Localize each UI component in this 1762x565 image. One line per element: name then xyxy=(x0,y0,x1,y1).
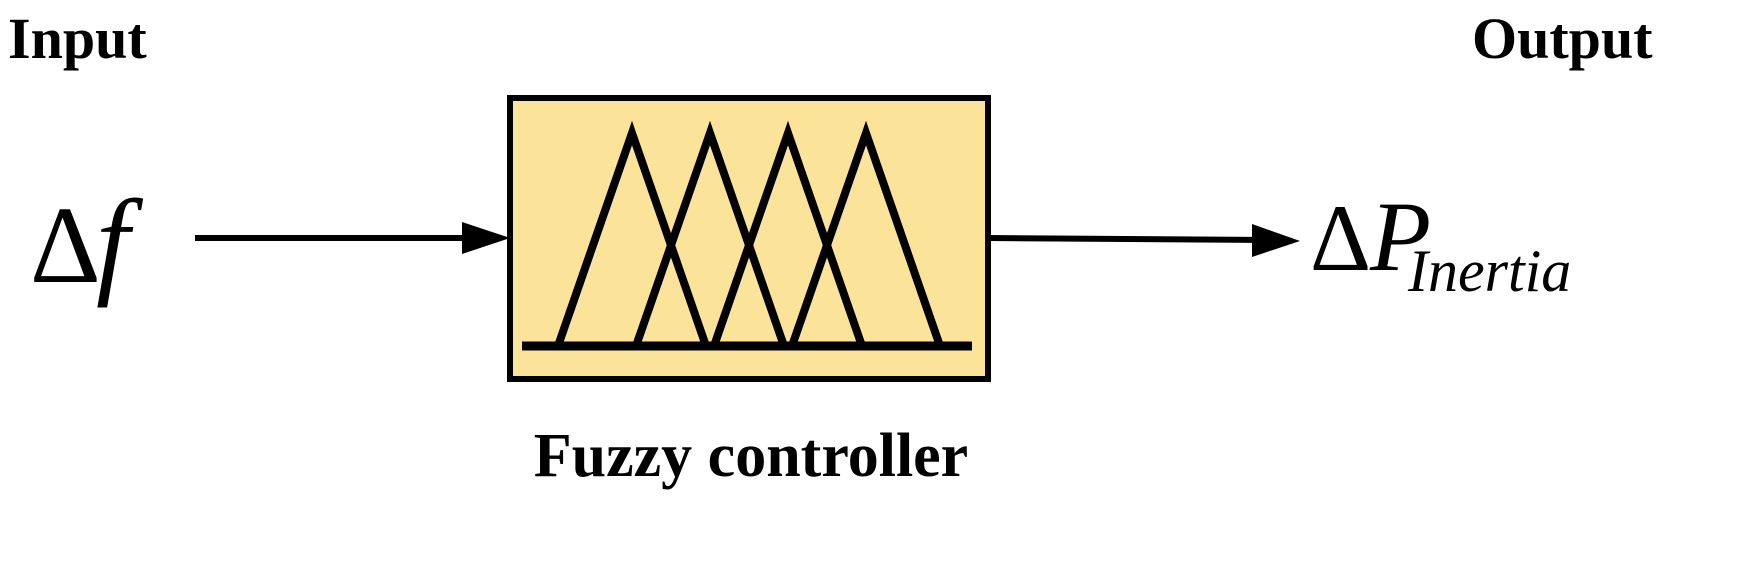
controller-label: Fuzzy controller xyxy=(534,422,968,490)
output-variable-subscript: Inertia xyxy=(1407,238,1571,304)
input-delta-symbol: Δ xyxy=(30,184,101,306)
input-heading: Input xyxy=(8,6,147,71)
output-variable-symbol: P xyxy=(1369,181,1431,292)
membership-triangle-2 xyxy=(632,120,788,348)
membership-triangle-4 xyxy=(788,120,944,348)
input-variable-symbol: f xyxy=(96,175,144,308)
input-arrow xyxy=(195,222,510,254)
output-signal-label: Δ P Inertia xyxy=(1310,181,1571,304)
input-arrowhead xyxy=(462,222,510,254)
output-arrow xyxy=(987,224,1300,257)
membership-triangle-3 xyxy=(710,120,866,348)
input-signal-label: Δ f xyxy=(30,175,144,308)
output-arrowhead xyxy=(1252,224,1300,257)
output-heading: Output xyxy=(1472,6,1653,71)
membership-triangle-1 xyxy=(554,120,710,348)
output-delta-symbol: Δ xyxy=(1310,185,1371,291)
membership-functions xyxy=(554,120,944,348)
